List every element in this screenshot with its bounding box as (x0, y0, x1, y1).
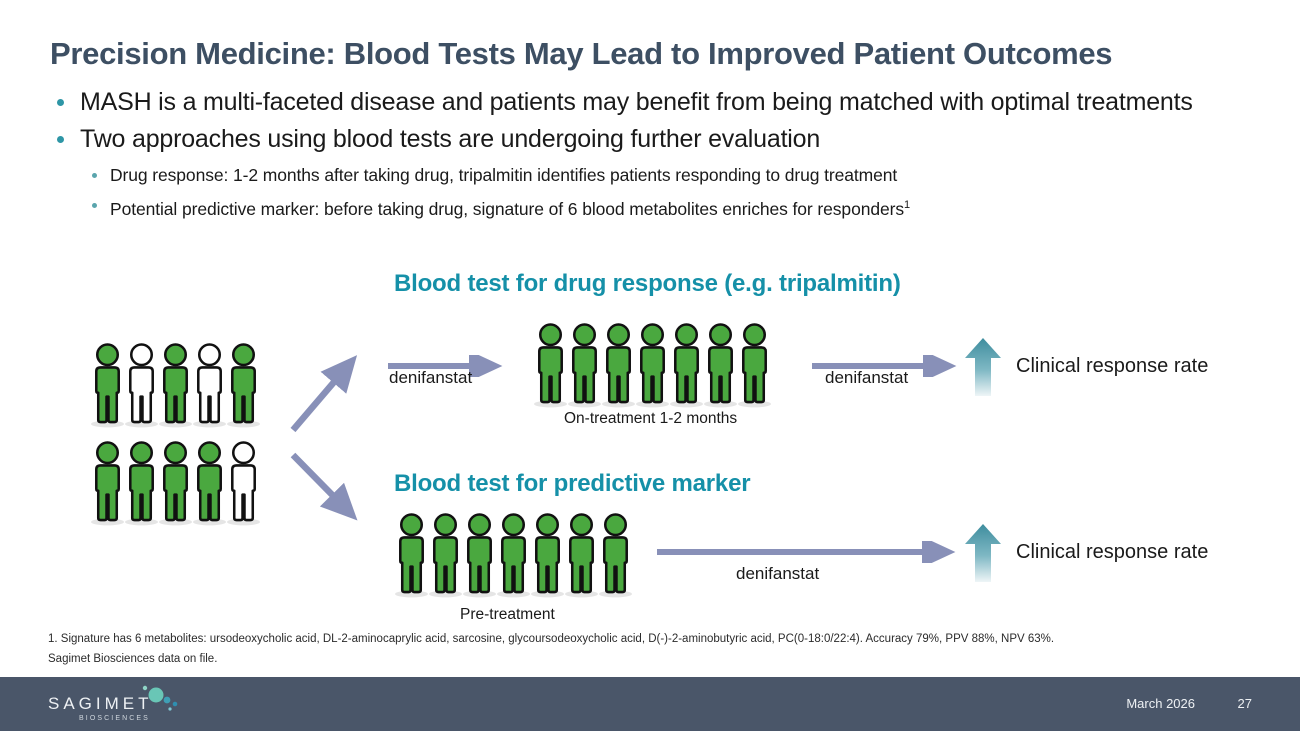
up-arrow-icon-1 (965, 338, 1001, 396)
arrow-up-right (290, 355, 358, 433)
person-icon-green (90, 441, 125, 526)
arrow-label-denifanstat-2: denifanstat (825, 368, 909, 387)
bullet-dot-icon (92, 173, 97, 178)
person-icon-green (496, 513, 531, 598)
footer-date: March 2026 (1126, 696, 1195, 711)
person-icon-green (124, 441, 159, 526)
arrow-denifanstat-1 (388, 355, 503, 377)
person-icon-green (226, 343, 261, 428)
arrow-label-denifanstat-3: denifanstat (736, 564, 820, 583)
baseline-group-row-1 (88, 342, 261, 428)
arrow-denifanstat-2 (812, 355, 957, 377)
page-title: Precision Medicine: Blood Tests May Lead… (50, 36, 1113, 71)
up-arrow-icon-2 (965, 524, 1001, 582)
clinical-response-rate-label-1: Clinical response rate (1016, 355, 1209, 377)
person-icon-green (462, 513, 497, 598)
footnote-marker: 1 (903, 199, 911, 211)
bullet-item-2: Two approaches using blood tests are und… (50, 123, 1260, 156)
person-icon-green (703, 323, 738, 408)
person-icon-white (226, 441, 261, 526)
person-icon-green (598, 513, 633, 598)
person-icon-green (564, 513, 599, 598)
diagram-area: Blood test for drug response (e.g. tripa… (88, 270, 1209, 623)
footnote-2: Sagimet Biosciences data on file. (48, 653, 218, 665)
person-icon-white (124, 343, 159, 428)
on-treatment-group (531, 322, 772, 408)
pre-treatment-group (392, 512, 633, 598)
arrow-denifanstat-3 (657, 541, 956, 563)
bullet-text: Potential predictive marker: before taki… (110, 198, 904, 219)
diagonal-arrows (290, 355, 358, 521)
arrow-down-right (290, 452, 358, 521)
person-icon-green (428, 513, 463, 598)
footer-page-number: 27 (1237, 696, 1252, 711)
person-icon-white (192, 343, 227, 428)
person-icon-green (90, 343, 125, 428)
person-icon-green (635, 323, 670, 408)
person-icon-green (533, 323, 568, 408)
footer-bar: SAGIMET BIOSCIENCES March 2026 27 (0, 677, 1300, 731)
bullet-dot-icon (57, 99, 64, 106)
person-icon-green (601, 323, 636, 408)
bullet-text: Two approaches using blood tests are und… (80, 125, 821, 153)
logo-dots-icon (142, 685, 178, 711)
person-icon-green (669, 323, 704, 408)
person-icon-green (394, 513, 429, 598)
bullet-dot-icon (92, 203, 97, 208)
person-icon-green (158, 441, 193, 526)
footnote-1: 1. Signature has 6 metabolites: ursodeox… (48, 633, 1055, 645)
arrow-label-denifanstat-1: denifanstat (389, 368, 473, 387)
logo-subtitle: BIOSCIENCES (79, 715, 150, 722)
person-icon-green (567, 323, 602, 408)
bullet-text: MASH is a multi-faceted disease and pati… (80, 88, 1193, 116)
clinical-response-rate-label-2: Clinical response rate (1016, 541, 1209, 563)
bullet-dot-icon (57, 136, 64, 143)
person-icon-green (158, 343, 193, 428)
sagimet-logo: SAGIMET BIOSCIENCES (48, 685, 198, 726)
pre-treatment-caption: Pre-treatment (460, 606, 555, 623)
person-icon-green (192, 441, 227, 526)
section-heading-predictive-marker: Blood test for predictive marker (394, 470, 751, 497)
section-heading-drug-response: Blood test for drug response (e.g. tripa… (394, 270, 901, 297)
bullet-item-1: MASH is a multi-faceted disease and pati… (50, 86, 1260, 119)
baseline-group-row-2 (88, 440, 261, 526)
person-icon-green (737, 323, 772, 408)
logo-wordmark: SAGIMET (48, 694, 153, 713)
bullet-list: MASH is a multi-faceted disease and pati… (50, 86, 1260, 224)
bullet-item-2-sub-1: Drug response: 1-2 months after taking d… (50, 160, 1260, 190)
person-icon-green (530, 513, 565, 598)
bullet-item-2-sub-2: Potential predictive marker: before taki… (50, 190, 1260, 224)
bullet-text: Drug response: 1-2 months after taking d… (110, 165, 898, 185)
on-treatment-caption: On-treatment 1-2 months (564, 410, 738, 427)
footnotes: 1. Signature has 6 metabolites: ursodeox… (48, 629, 1278, 669)
